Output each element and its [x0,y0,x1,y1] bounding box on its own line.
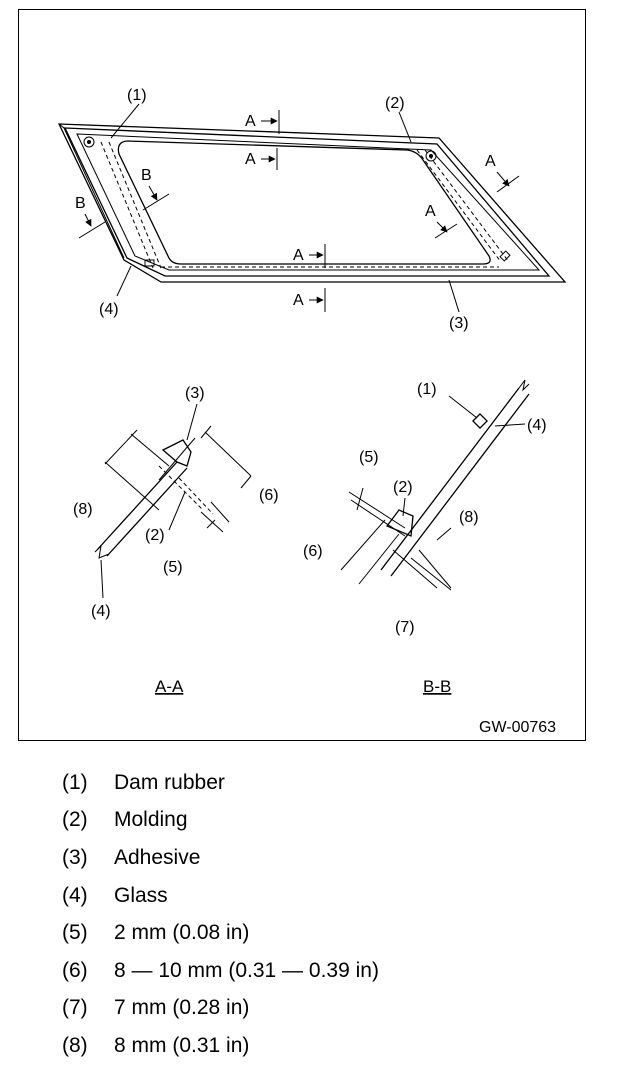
section-mark-a-bottom-inner: A [293,244,326,268]
legend-item: (3)Adhesive [62,845,201,869]
window-glass-diagram: A A A A A A B [57,87,567,736]
section-mark-a-bottom: A [293,288,326,312]
svg-text:(8): (8) [459,509,479,526]
svg-text:(4): (4) [527,417,547,434]
diagram-frame: A A A A A A B [18,9,586,741]
svg-text:(3): (3) [449,315,469,332]
svg-text:A: A [485,153,496,170]
callout-3-top: (3) [448,279,469,332]
legend-item: (7)7 mm (0.28 in) [62,996,250,1020]
svg-text:(7): (7) [395,619,415,636]
section-label-bb: B-B [423,677,451,696]
clip-circle-right [425,150,437,162]
clip-circle-left [83,136,95,148]
glass-opening [117,140,491,265]
legend-item: (1)Dam rubber [62,770,225,794]
svg-text:B: B [75,195,86,212]
callout-1-top: (1) [110,87,147,139]
section-mark-a-right-inner: A [425,203,458,239]
svg-text:(6): (6) [303,543,323,560]
aa-glass [96,461,188,557]
section-mark-a-inner: A [245,148,278,170]
legend-item: (4)Glass [62,883,168,907]
svg-text:(2): (2) [385,95,405,112]
section-mark-a-right-outer: A [485,153,520,193]
svg-text:(6): (6) [259,487,279,504]
svg-text:A: A [425,203,436,220]
bb-glass [380,387,530,577]
svg-text:A: A [245,151,256,168]
svg-text:(5): (5) [163,559,183,576]
callout-4-top: (4) [99,265,132,318]
section-label-aa: A-A [155,677,184,696]
callout-2-top: (2) [385,95,412,143]
svg-text:B: B [141,167,152,184]
svg-text:(3): (3) [185,385,205,402]
svg-text:(2): (2) [393,479,413,496]
svg-text:(1): (1) [127,87,147,104]
legend-list: (1)Dam rubber (2)Molding (3)Adhesive (4)… [62,764,582,1065]
legend-item: (5)2 mm (0.08 in) [62,921,250,945]
section-mark-a-top: A [245,110,280,134]
svg-text:(4): (4) [91,603,111,620]
svg-text:A: A [293,292,304,309]
aa-molding [161,439,192,467]
section-mark-b-outer: B [75,195,106,239]
svg-text:(2): (2) [145,527,165,544]
section-aa: (3) (8) (6) (2) (5) (4) A-A [73,385,279,696]
svg-text:A: A [245,113,256,130]
svg-text:(4): (4) [99,301,119,318]
glass-outline [63,127,551,277]
quarter-glass-top-view: A A A A A A B [57,87,567,332]
bb-molding [385,509,414,537]
svg-text:(8): (8) [73,501,93,518]
section-bb: (1) (4) (5) (2) (8) (6) (7) B-B [303,379,547,696]
svg-text:(1): (1) [417,381,437,398]
legend-item: (2)Molding [62,808,188,832]
svg-text:A: A [293,247,304,264]
legend-item: (8)8 mm (0.31 in) [62,1033,250,1057]
legend-item: (6)8 — 10 mm (0.31 — 0.39 in) [62,958,379,982]
section-mark-b-inner: B [141,167,170,211]
svg-text:(5): (5) [359,449,379,466]
figure-code: GW-00763 [479,719,556,736]
